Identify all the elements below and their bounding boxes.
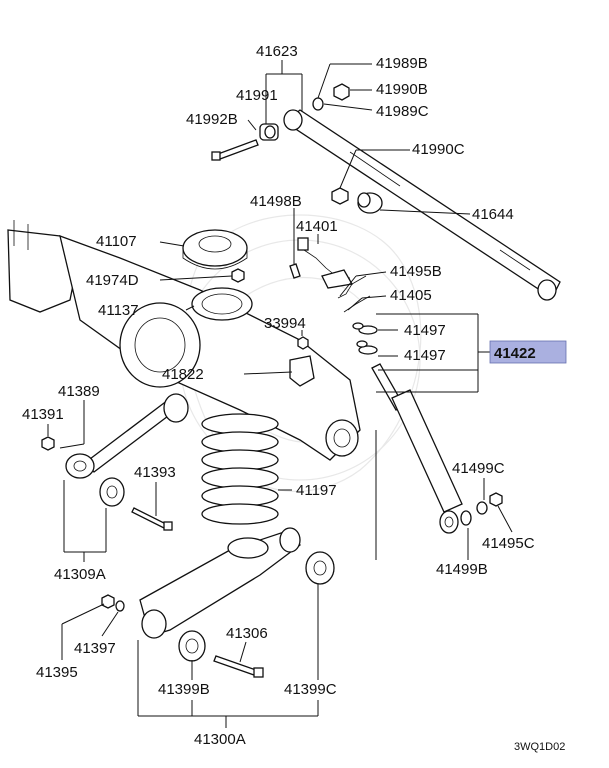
bolt-41306[interactable] xyxy=(213,655,264,678)
label-41499B[interactable]: 41499B xyxy=(436,561,488,578)
label-41393[interactable]: 41393 xyxy=(134,464,176,481)
bushing-41399C[interactable] xyxy=(305,551,335,585)
label-41397[interactable]: 41397 xyxy=(74,640,116,657)
coil-spring-41197[interactable] xyxy=(201,413,279,525)
label-41306[interactable]: 41306 xyxy=(226,625,268,642)
part-labels: 41623 41989B 41990B 41989C 41991 41992B … xyxy=(22,43,565,753)
label-41107[interactable]: 41107 xyxy=(96,233,137,250)
label-33994[interactable]: 33994 xyxy=(264,315,306,332)
label-41989C[interactable]: 41989C xyxy=(376,103,429,120)
highlight-box-41422 xyxy=(489,340,567,364)
label-41990B[interactable]: 41990B xyxy=(376,81,428,98)
bushing-41309A-b[interactable] xyxy=(99,477,125,507)
label-41300A[interactable]: 41300A xyxy=(194,731,246,748)
label-41399C[interactable]: 41399C xyxy=(284,681,337,698)
bushing-41309A-a[interactable] xyxy=(65,453,95,479)
label-41399B[interactable]: 41399B xyxy=(158,681,210,698)
nut-41495C[interactable] xyxy=(489,492,503,507)
bolt-41992B[interactable] xyxy=(211,139,259,161)
label-41309A[interactable]: 41309A xyxy=(54,566,106,583)
label-41497-lower[interactable]: 41497 xyxy=(404,347,446,364)
label-41495C[interactable]: 41495C xyxy=(482,535,535,552)
label-41401[interactable]: 41401 xyxy=(296,218,338,235)
label-41498B[interactable]: 41498B xyxy=(250,193,302,210)
leader-lines xyxy=(47,60,513,728)
diagram-code: 3WQ1D02 xyxy=(514,741,565,753)
nut-41391[interactable] xyxy=(41,436,55,451)
nut-33994[interactable] xyxy=(297,336,309,350)
bushing-41644[interactable] xyxy=(357,192,383,214)
bolt-41393[interactable] xyxy=(131,507,173,531)
label-41822[interactable]: 41822 xyxy=(162,366,204,383)
lateral-rod-41389[interactable] xyxy=(85,393,189,473)
spring-pad-41137[interactable] xyxy=(191,287,253,321)
label-41495B[interactable]: 41495B xyxy=(390,263,442,280)
label-41137[interactable]: 41137 xyxy=(98,302,139,319)
nut-41990C[interactable] xyxy=(331,187,349,205)
label-41499C[interactable]: 41499C xyxy=(452,460,505,477)
washer-41397[interactable] xyxy=(115,600,125,612)
axle-housing[interactable] xyxy=(7,220,361,461)
label-41974D[interactable]: 41974D xyxy=(86,272,139,289)
label-41623[interactable]: 41623 xyxy=(256,43,298,60)
bushing-41399B[interactable] xyxy=(178,630,206,662)
washer-41499C[interactable] xyxy=(476,501,488,515)
spring-seat-41107[interactable] xyxy=(182,229,248,270)
nut-41990B[interactable] xyxy=(333,83,350,101)
bushing-41497-lower[interactable] xyxy=(356,340,378,355)
sensor-41401[interactable] xyxy=(297,237,354,289)
bushing-41497-upper[interactable] xyxy=(352,322,378,335)
label-41197[interactable]: 41197 xyxy=(296,482,337,499)
bracket-41495B[interactable] xyxy=(337,275,367,299)
label-41644[interactable]: 41644 xyxy=(472,206,514,223)
label-41395[interactable]: 41395 xyxy=(36,664,78,681)
bracket-41405[interactable] xyxy=(343,295,371,313)
label-41497-upper[interactable]: 41497 xyxy=(404,322,446,339)
shock-absorber-41422[interactable] xyxy=(371,363,463,534)
lower-arm-41300A[interactable] xyxy=(139,527,301,639)
bolt-41498B[interactable] xyxy=(289,263,301,279)
bushing-41991[interactable] xyxy=(259,123,279,141)
upper-arm-41623[interactable] xyxy=(283,109,561,301)
label-41992B[interactable]: 41992B xyxy=(186,111,238,128)
label-41422[interactable]: 41422 xyxy=(494,345,536,362)
nut-41974D[interactable] xyxy=(231,268,245,283)
washer-41499B[interactable] xyxy=(460,510,472,526)
label-41391[interactable]: 41391 xyxy=(22,406,64,423)
label-41989B[interactable]: 41989B xyxy=(376,55,428,72)
label-41389[interactable]: 41389 xyxy=(58,383,100,400)
nut-41395[interactable] xyxy=(101,594,115,609)
bump-stopper-41822[interactable] xyxy=(289,355,315,387)
label-41991[interactable]: 41991 xyxy=(236,87,278,104)
washer-41989B[interactable] xyxy=(312,97,324,111)
label-41405[interactable]: 41405 xyxy=(390,287,432,304)
label-41990C[interactable]: 41990C xyxy=(412,141,465,158)
